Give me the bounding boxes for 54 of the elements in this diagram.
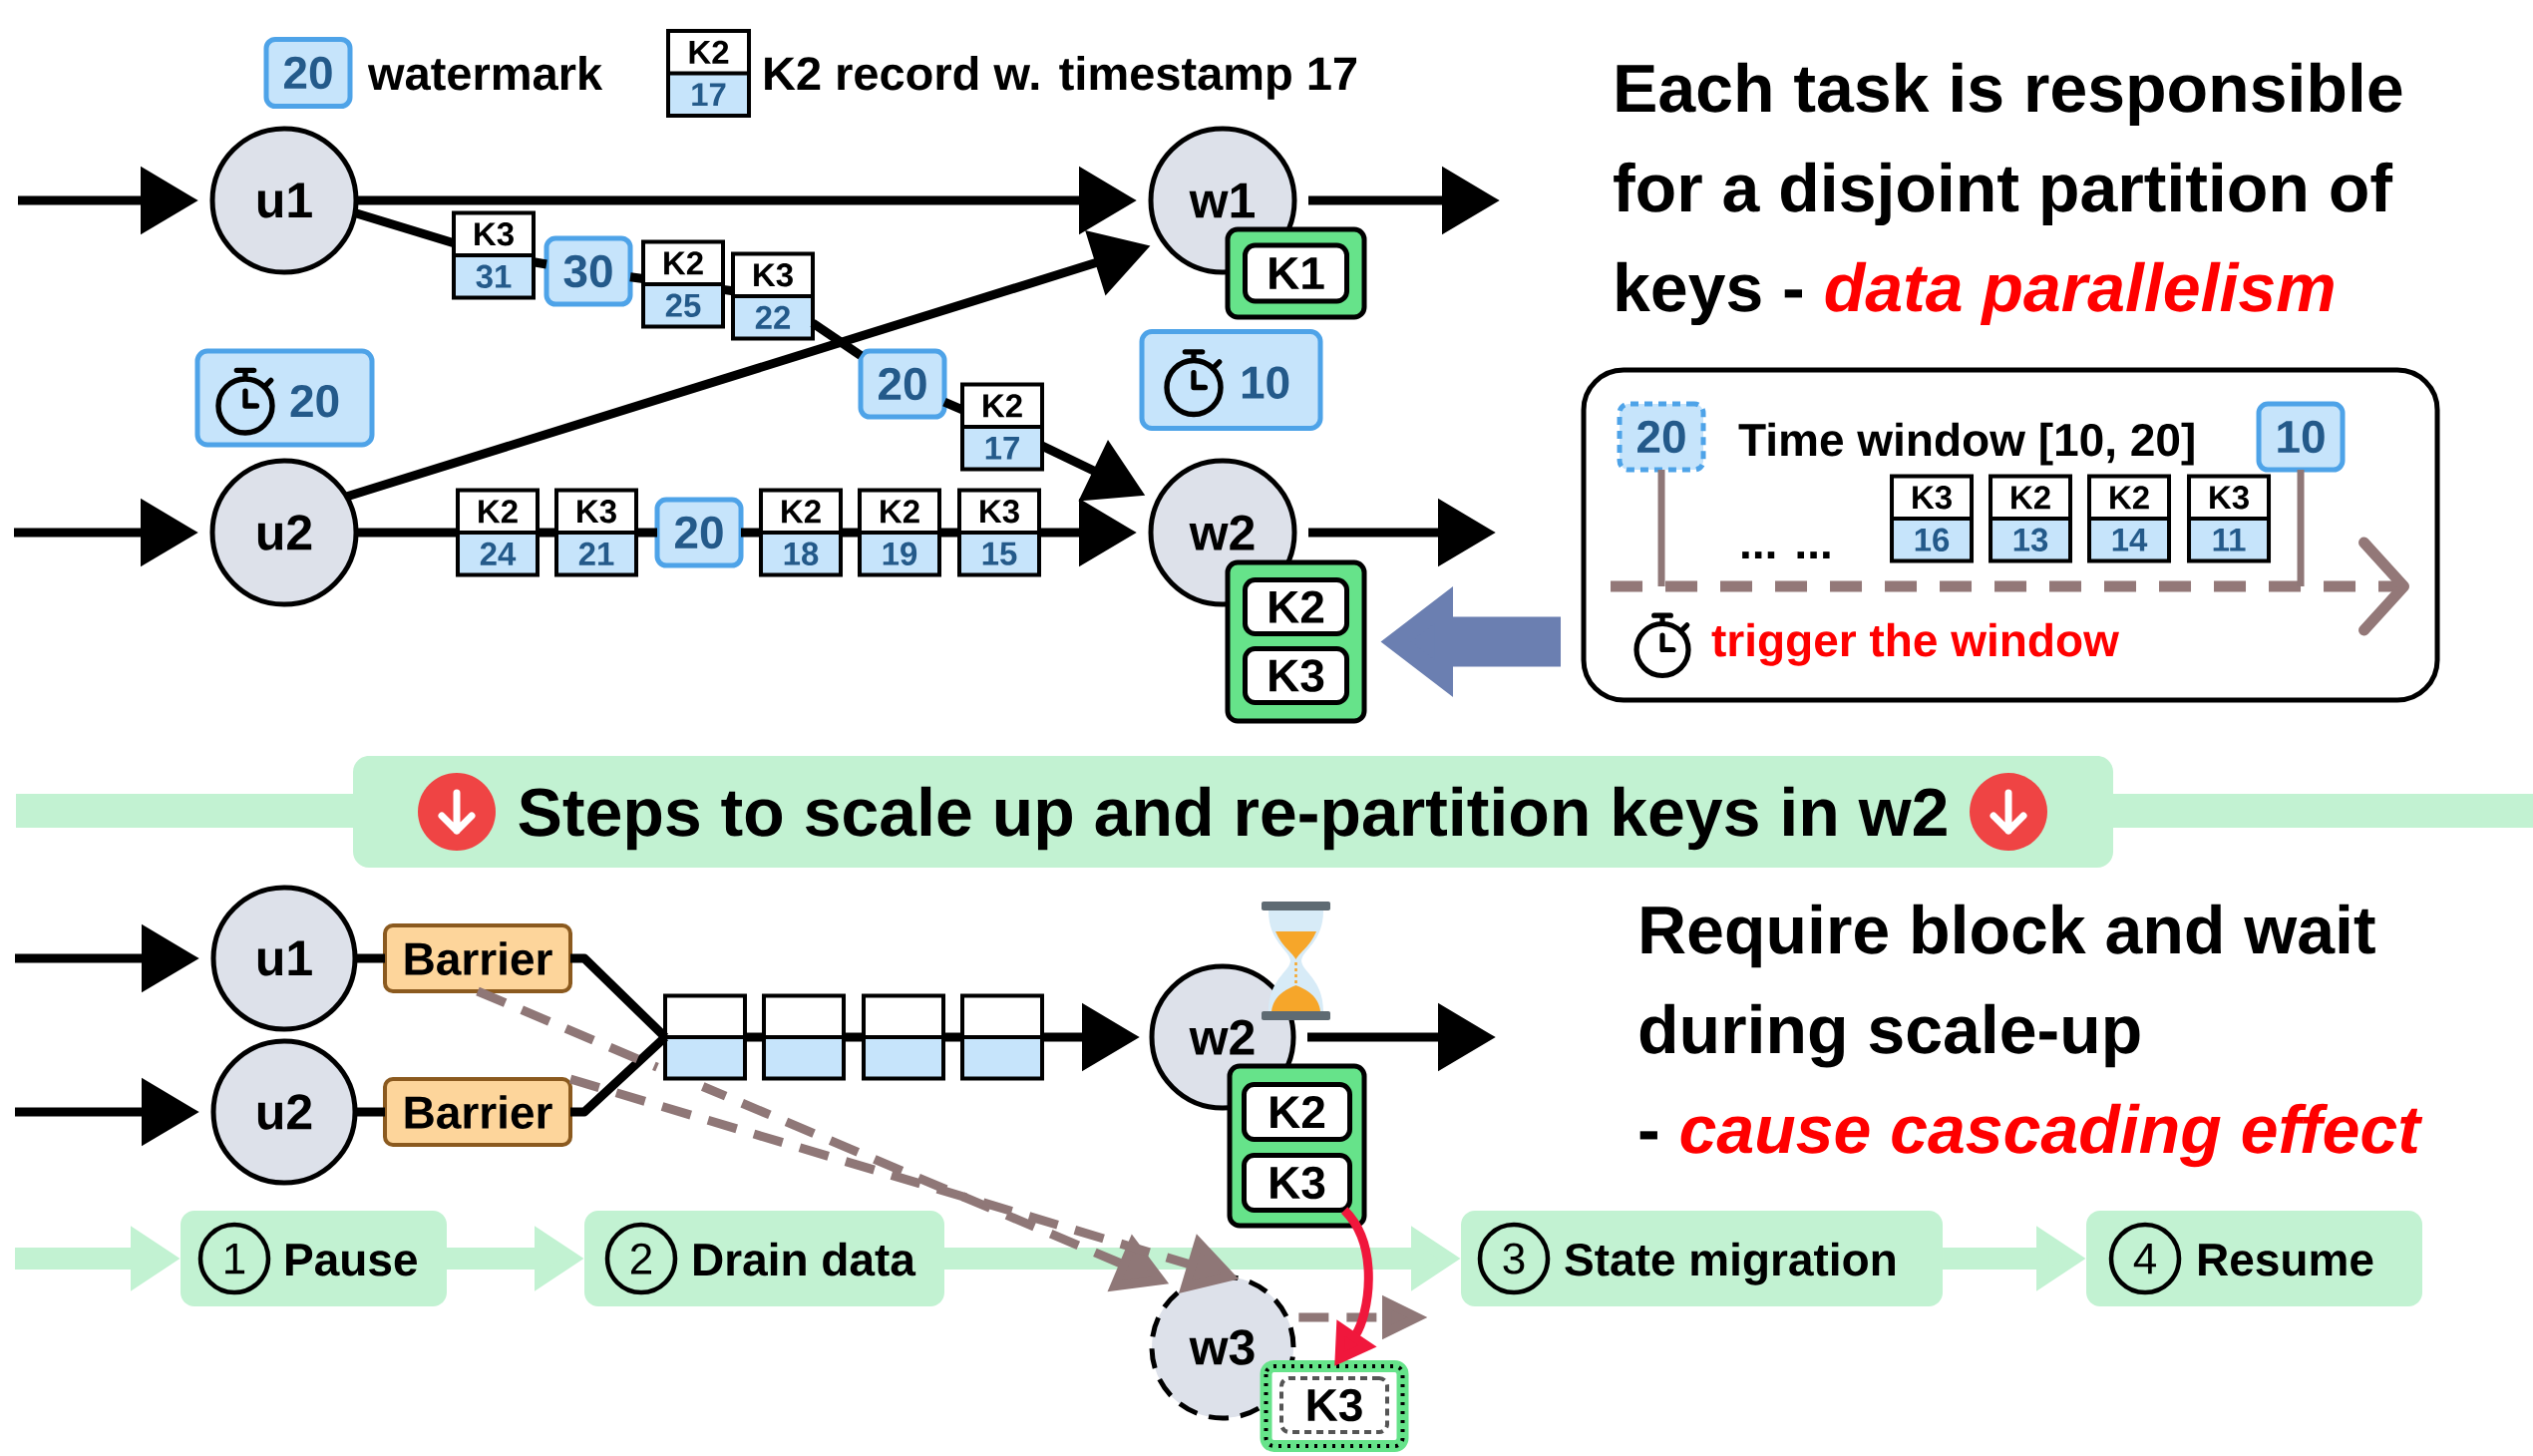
record-slot <box>862 993 945 1081</box>
record-box: K3 11 <box>2187 474 2272 563</box>
line <box>841 528 860 538</box>
record-slot <box>762 993 846 1081</box>
record-box: K3 15 <box>957 488 1041 577</box>
record-box: K3 21 <box>554 488 638 577</box>
key-box: K3 <box>1242 1153 1352 1213</box>
record-slot <box>663 993 747 1081</box>
record-box: K2 19 <box>858 488 941 577</box>
line <box>538 528 556 538</box>
record-box: K2 13 <box>1989 474 2072 563</box>
line <box>943 1032 962 1042</box>
trigger-text: trigger the window <box>1711 622 2119 666</box>
key-box: K3 <box>1243 646 1349 705</box>
line <box>844 1032 864 1042</box>
timer-box: 20 <box>194 348 375 448</box>
key-box: K2 <box>1242 1082 1352 1142</box>
legend-text: watermark <box>367 55 603 91</box>
key-box: K1 <box>1243 242 1349 304</box>
record-slot <box>960 993 1044 1081</box>
record-box: K3 16 <box>1890 474 1974 563</box>
watermark-box: 10 <box>2256 401 2346 473</box>
watermark-box: 20 <box>263 37 353 109</box>
line <box>810 319 864 360</box>
legend-text: K2 record w. timestamp 17 <box>765 55 1357 100</box>
watermark-box: 20 <box>858 348 947 420</box>
barrier-box: Barrier <box>383 1077 572 1147</box>
key-box: K2 <box>1243 577 1349 636</box>
line <box>356 528 458 538</box>
record-box: K2 17 <box>960 382 1044 472</box>
record-box: K2 18 <box>759 488 843 577</box>
key-box: K3 <box>1279 1376 1389 1434</box>
line <box>741 528 761 538</box>
watermark-box: 20 <box>654 497 744 568</box>
line <box>355 1107 385 1117</box>
step-box: 2 Drain data <box>584 1211 944 1306</box>
step-box: 3 State migration <box>1461 1211 1943 1306</box>
record-box: K2 24 <box>456 488 540 577</box>
panel-title: Time window [10, 20] <box>1738 422 2194 466</box>
line <box>636 528 657 538</box>
barrier-box: Barrier <box>383 923 572 993</box>
line <box>355 953 385 963</box>
note-text: Each task is responsible for a disjoint partition of keys - data parallelism <box>1614 62 2402 326</box>
ellipsis-text: ... ... <box>1742 551 1830 558</box>
record-box: K2 17 <box>666 29 751 118</box>
banner: Steps to scale up and re-partition keys in w2 <box>16 756 2533 868</box>
step-box: 1 Pause <box>181 1211 447 1306</box>
line <box>939 528 959 538</box>
timer-box: 10 <box>1139 329 1323 431</box>
record-box: K2 14 <box>2087 474 2172 563</box>
note-text: Require block and wait during scale-up - cause cascading effect <box>1639 904 2423 1168</box>
watermark-box: 20 <box>1617 401 1706 473</box>
line <box>745 1032 764 1042</box>
step-box: 4 Resume <box>2086 1211 2423 1306</box>
